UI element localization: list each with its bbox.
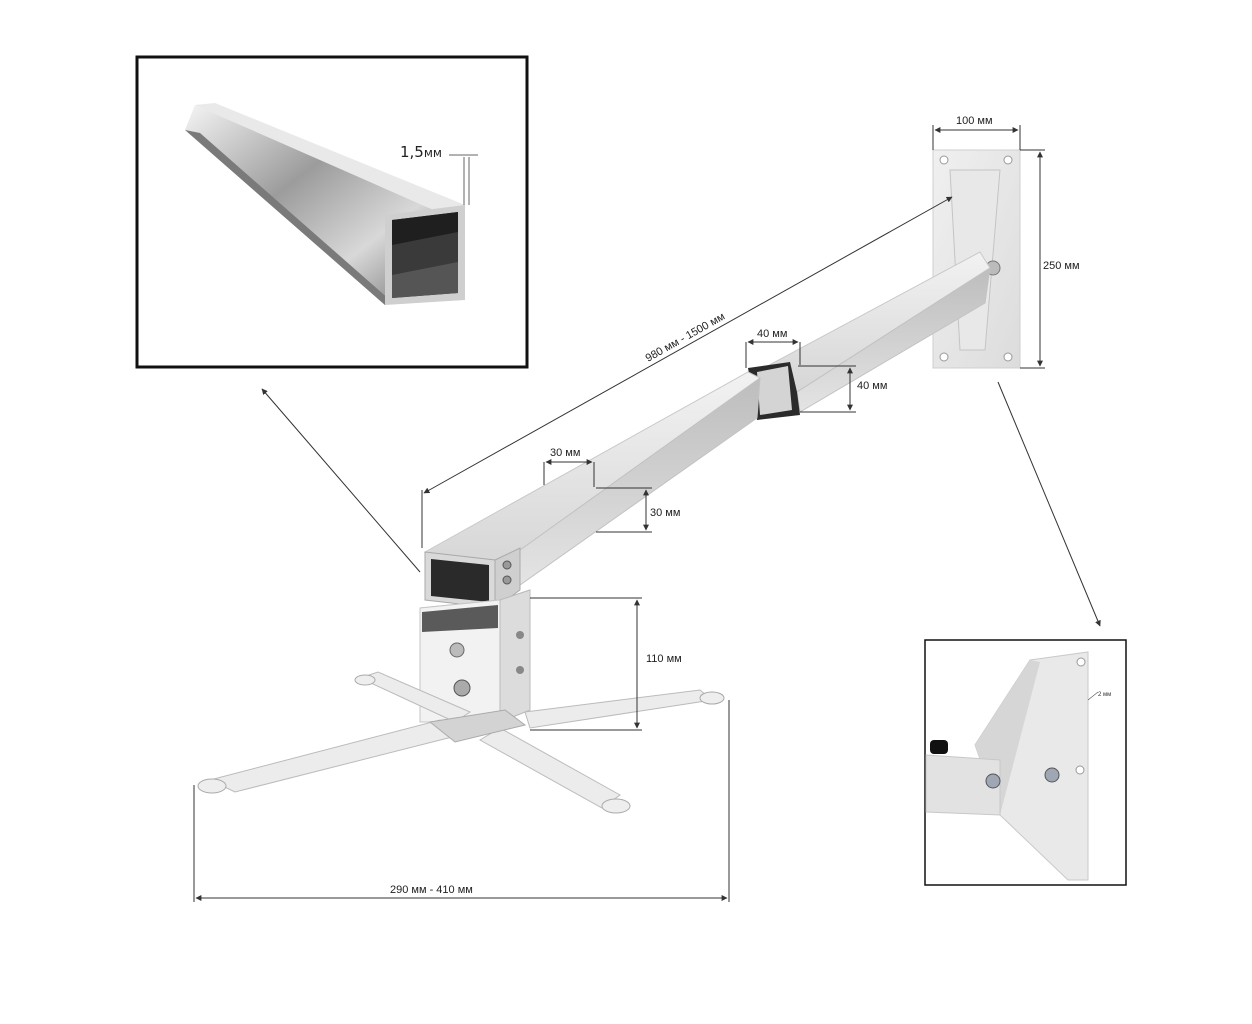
wall-plate-height-label: 250 мм [1043,260,1080,272]
head-block [419,589,531,723]
inset-leader-line [261,388,421,573]
wall-plate-closeup-icon [925,651,1089,881]
plate-thickness-label: 2 мм [1098,692,1111,698]
inner-tube-height-label: 30 мм [650,507,680,519]
inner-tube [423,371,761,609]
outer-tube-height-label: 40 мм [857,380,887,392]
inner-tube-width-label: 30 мм [550,447,580,459]
wall-thickness-label: 1,5мм [400,143,442,161]
closeup-leader-line [997,381,1101,627]
wall-thickness-value: 1,5 [400,143,424,161]
ceiling-spider-icon [197,671,725,814]
closeup-inset: 2 мм [924,639,1127,886]
profile-inset: 1,5мм [135,55,529,369]
wall-plate-width-label: 100 мм [956,115,993,127]
arm-length-label: 980 мм - 1500 мм [644,311,727,365]
head-height-label: 110 мм [646,653,682,665]
spider-span-label: 290 мм - 410 мм [390,884,473,896]
arm-length-dim [423,196,953,494]
wall-thickness-unit: мм [424,146,442,160]
plate-thickness-leader [1087,691,1099,701]
outer-tube-width-label: 40 мм [757,328,787,340]
